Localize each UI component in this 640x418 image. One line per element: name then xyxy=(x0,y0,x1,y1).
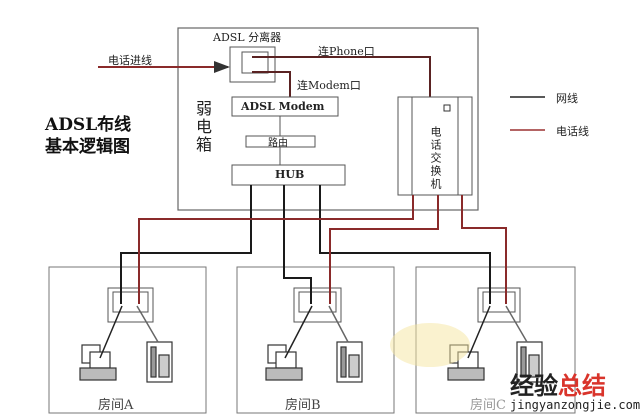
phone-switch-box xyxy=(397,96,473,196)
phone-cable-a xyxy=(136,305,159,343)
hub-label: HUB xyxy=(275,168,305,181)
room-a-label: 房间A xyxy=(98,398,134,413)
phone-wire-c xyxy=(461,195,507,304)
pc-cable-c xyxy=(467,305,491,359)
phone-wire-b xyxy=(329,195,439,304)
room-c-label: 房间C xyxy=(470,398,506,413)
weak-box-label: 弱电箱 xyxy=(193,100,212,154)
phone-cable-c xyxy=(505,305,528,343)
computer-icon-a xyxy=(79,344,117,381)
router-box xyxy=(245,135,316,148)
network-wire-b xyxy=(283,185,312,304)
legend-network-label: 网线 xyxy=(556,92,578,105)
hub-box xyxy=(231,164,346,186)
pc-cable-a xyxy=(99,305,123,359)
watermark-text-a: 经验 xyxy=(510,372,558,400)
switch-label: 电话交换机 xyxy=(429,126,442,191)
watermark-logo: 经验总结 xyxy=(510,366,606,401)
telephone-icon-c xyxy=(516,341,543,383)
computer-icon-b xyxy=(265,344,303,381)
to-phone-label: 连Phone口 xyxy=(318,45,375,58)
modem-box xyxy=(231,96,339,117)
wall-socket-c xyxy=(477,287,521,323)
watermark-swoosh xyxy=(390,323,470,367)
pc-cable-b xyxy=(284,305,313,359)
diagram-title-line2: 基本逻辑图 xyxy=(45,137,130,157)
room-b-label: 房间B xyxy=(285,398,321,413)
switch-port-icon xyxy=(443,104,451,112)
modem-wire xyxy=(252,71,291,97)
wall-socket-b xyxy=(293,287,342,323)
to-modem-label: 连Modem口 xyxy=(297,79,361,92)
wall-socket-a xyxy=(107,287,154,323)
watermark-text-b: 总结 xyxy=(558,372,606,400)
telephone-icon-a xyxy=(146,341,173,383)
watermark-url: jingyanzongjie.com xyxy=(510,398,640,412)
router-label: 路由 xyxy=(268,138,288,149)
room-a-box xyxy=(48,266,207,414)
diagram-title-line1: ADSL布线 xyxy=(45,115,132,135)
telephone-icon-b xyxy=(336,341,363,383)
modem-label: ADSL Modem xyxy=(241,100,325,113)
phone-wire xyxy=(252,56,431,97)
phone-cable-b xyxy=(328,305,349,343)
phone-wire-a xyxy=(138,195,414,304)
legend-phone-label: 电话线 xyxy=(556,125,589,138)
splitter-label: ADSL 分离器 xyxy=(213,31,282,44)
incoming-line-label: 电话进线 xyxy=(108,54,152,67)
